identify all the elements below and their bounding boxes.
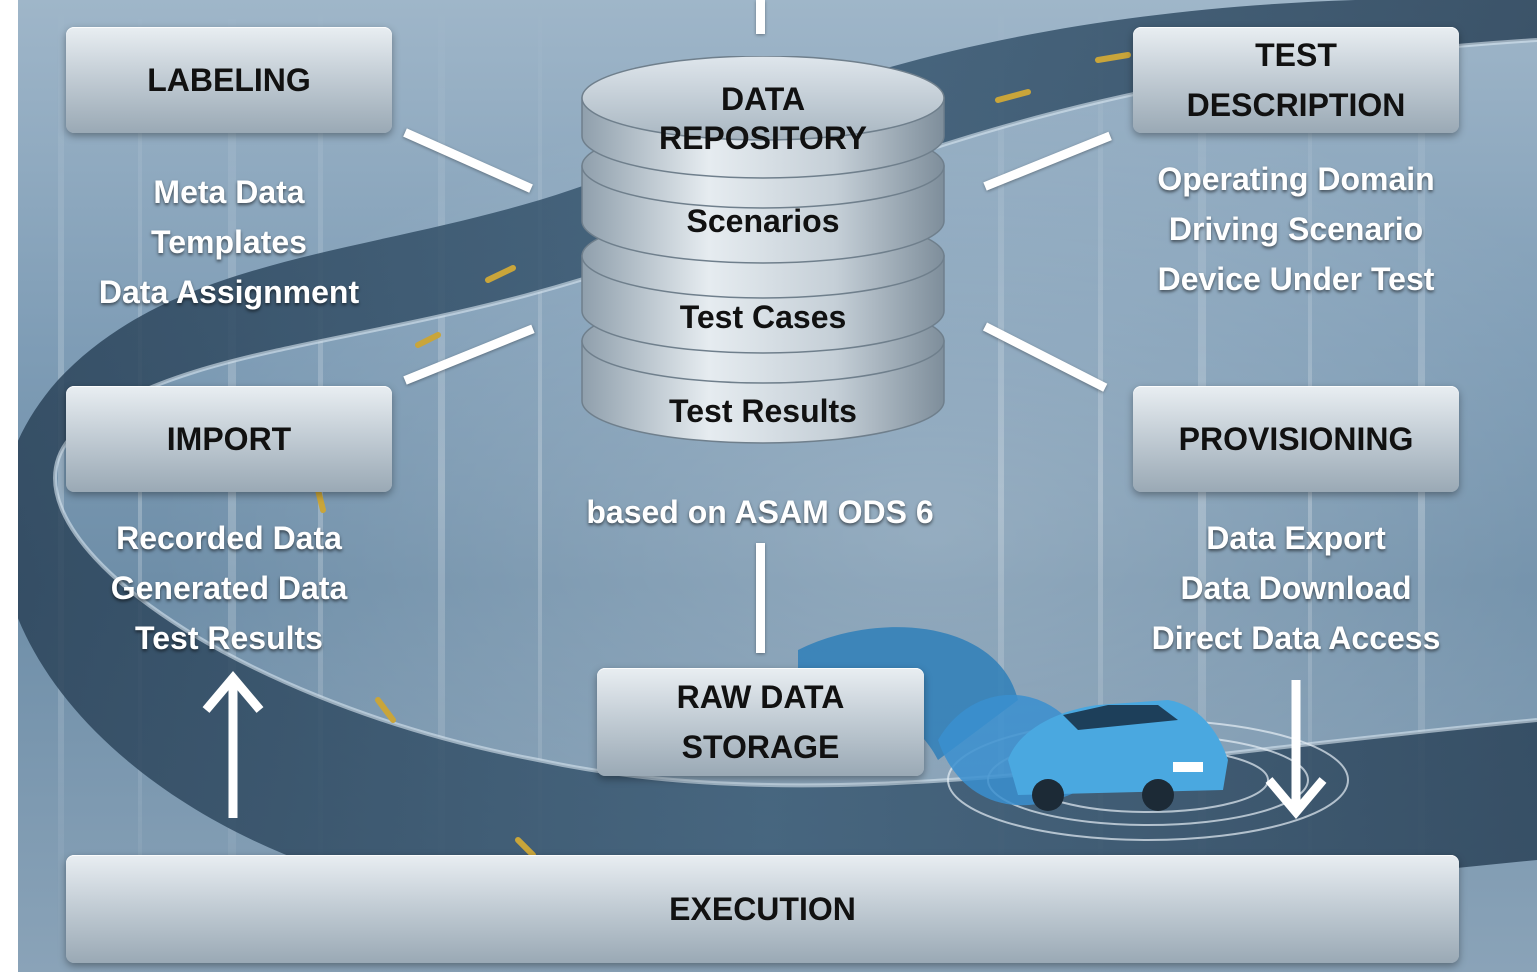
provisioning-title: PROVISIONING	[1178, 421, 1414, 457]
labeling-title: LABELING	[147, 62, 311, 98]
import-items: Recorded Data Generated Data Test Result…	[60, 513, 398, 663]
import-item: Test Results	[135, 620, 323, 656]
up-arrow-icon	[202, 671, 264, 818]
test-description-box: TEST DESCRIPTION	[1133, 27, 1459, 133]
labeling-item: Templates	[151, 224, 307, 260]
labeling-item: Meta Data	[153, 174, 305, 210]
provisioning-items: Data Export Data Download Direct Data Ac…	[1120, 513, 1472, 663]
labeling-item: Data Assignment	[98, 274, 360, 310]
import-title: IMPORT	[166, 421, 292, 457]
provisioning-item: Data Download	[1180, 570, 1412, 606]
test-description-item: Driving Scenario	[1168, 211, 1424, 247]
provisioning-item: Direct Data Access	[1151, 620, 1441, 656]
test-description-title-line1: TEST	[1255, 37, 1337, 73]
labeling-items: Meta Data Templates Data Assignment	[60, 167, 398, 317]
import-item: Recorded Data	[116, 520, 342, 556]
repository-note: based on ASAM ODS 6	[586, 494, 934, 530]
test-description-item: Device Under Test	[1157, 261, 1435, 297]
provisioning-item: Data Export	[1206, 520, 1386, 556]
repository-cylinder	[581, 56, 945, 444]
raw-storage-title-line2: STORAGE	[681, 729, 840, 765]
down-arrow-icon	[1265, 680, 1327, 819]
import-item: Generated Data	[110, 570, 348, 606]
test-description-item: Operating Domain	[1157, 161, 1435, 197]
raw-storage-title-line1: RAW DATA	[676, 679, 845, 715]
repository-layer-scenarios: Scenarios	[686, 203, 840, 239]
repository-layer-test-results: Test Results	[669, 393, 857, 429]
repository-title-line2: REPOSITORY	[658, 120, 868, 156]
test-description-items: Operating Domain Driving Scenario Device…	[1120, 154, 1472, 304]
repository-layer-test-cases: Test Cases	[679, 299, 847, 335]
labeling-box: LABELING	[66, 27, 392, 133]
raw-data-storage-box: RAW DATA STORAGE	[597, 668, 924, 776]
repository-to-storage-connector	[756, 543, 765, 653]
execution-title: EXECUTION	[669, 891, 856, 927]
test-description-title-line2: DESCRIPTION	[1186, 87, 1406, 123]
top-connector	[756, 0, 765, 34]
execution-box: EXECUTION	[66, 855, 1459, 963]
import-box: IMPORT	[66, 386, 392, 492]
repository-title-line1: DATA	[720, 81, 806, 117]
lane-dashes	[315, 52, 1131, 858]
provisioning-box: PROVISIONING	[1133, 386, 1459, 492]
